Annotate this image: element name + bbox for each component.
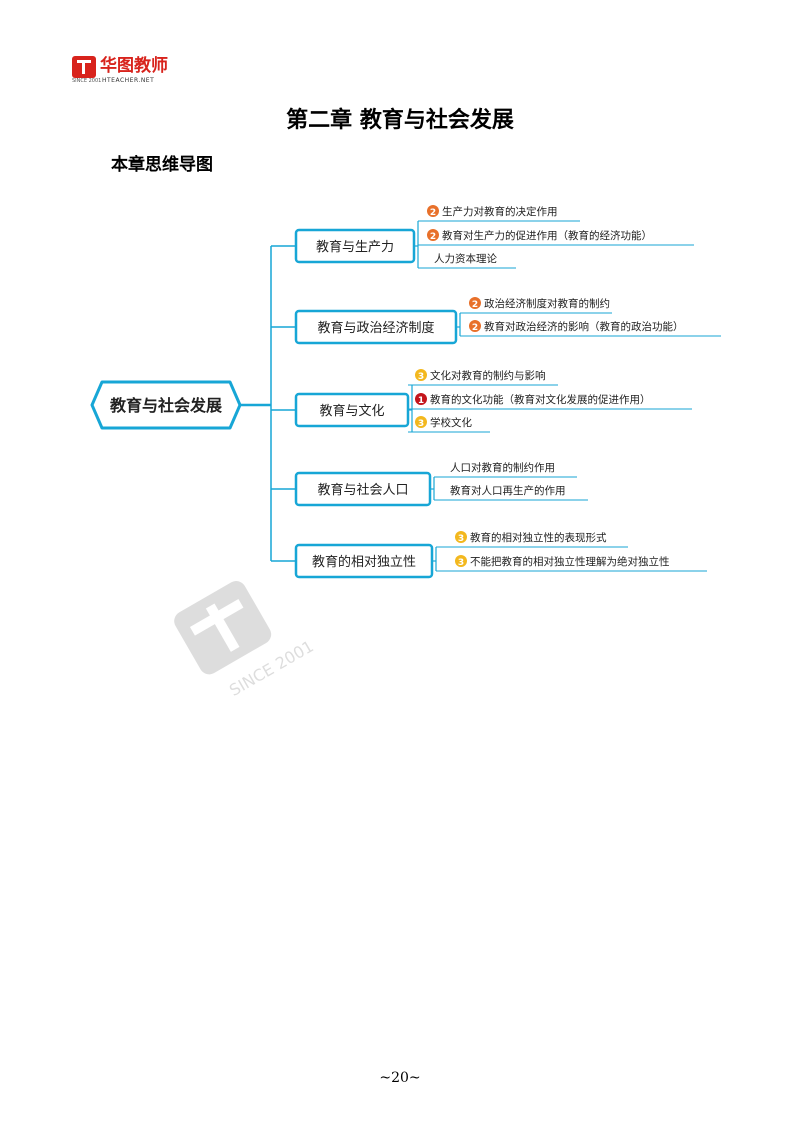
branch-label: 教育与文化 bbox=[319, 403, 384, 419]
branch-node: 教育与政治经济制度 bbox=[294, 309, 458, 345]
leaf-item: 1 教育的文化功能（教育对文化发展的促进作用） bbox=[415, 393, 651, 406]
root-node-label: 教育与社会发展 bbox=[110, 396, 223, 415]
priority-badge-number: 1 bbox=[418, 396, 424, 406]
logo-site: HTEACHER.NET bbox=[102, 77, 155, 84]
priority-badge-number: 3 bbox=[458, 534, 464, 544]
priority-badge-number: 2 bbox=[430, 208, 436, 218]
page-title: 第二章 教育与社会发展 bbox=[286, 107, 514, 133]
branch-node: 教育与生产力 bbox=[294, 228, 416, 264]
leaf-item: 3 教育的相对独立性的表现形式 bbox=[455, 531, 607, 544]
section-subtitle: 本章思维导图 bbox=[111, 155, 213, 175]
branch-label: 教育与社会人口 bbox=[317, 482, 408, 498]
logo: 华图教师 SINCE 2001 HTEACHER.NET bbox=[72, 56, 192, 84]
leaf-item: 教育对人口再生产的作用 bbox=[450, 484, 566, 497]
leaf-item-label: 教育对人口再生产的作用 bbox=[450, 484, 566, 497]
priority-badge-number: 2 bbox=[472, 300, 478, 310]
leaf-item-label: 生产力对教育的决定作用 bbox=[442, 205, 558, 218]
priority-badge-icon bbox=[455, 555, 467, 567]
priority-badge-icon bbox=[415, 393, 427, 405]
leaf-item-label: 文化对教育的制约与影响 bbox=[430, 369, 546, 382]
leaf-item-label: 教育的相对独立性的表现形式 bbox=[470, 531, 607, 544]
leaf-item-label: 人口对教育的制约作用 bbox=[450, 461, 555, 474]
branch-label: 教育与生产力 bbox=[316, 239, 394, 255]
leaf-item-label: 人力资本理论 bbox=[434, 252, 497, 265]
priority-badge-icon bbox=[455, 531, 467, 543]
leaf-item: 3 不能把教育的相对独立性理解为绝对独立性 bbox=[455, 555, 670, 568]
branch-label: 教育的相对独立性 bbox=[312, 554, 416, 570]
priority-badge-number: 3 bbox=[418, 419, 424, 429]
priority-badge-number: 2 bbox=[430, 232, 436, 242]
priority-badge-number: 3 bbox=[458, 558, 464, 568]
leaf-item-label: 政治经济制度对教育的制约 bbox=[484, 297, 610, 310]
priority-badge-icon bbox=[427, 229, 439, 241]
logo-text: 华图教师 bbox=[100, 56, 168, 76]
priority-badge-icon bbox=[469, 297, 481, 309]
watermark-logo: SINCE 2001 bbox=[170, 560, 330, 710]
priority-badge-icon bbox=[469, 320, 481, 332]
mind-map-connectors bbox=[240, 220, 721, 572]
priority-badge-number: 2 bbox=[472, 323, 478, 333]
leaf-item-label: 学校文化 bbox=[430, 416, 472, 429]
leaf-item: 2 生产力对教育的决定作用 bbox=[427, 205, 558, 218]
branch-node: 教育与文化 bbox=[294, 392, 410, 428]
leaf-item: 人力资本理论 bbox=[434, 252, 497, 265]
leaf-item-label: 教育对政治经济的影响（教育的政治功能） bbox=[484, 320, 684, 333]
leaf-item: 2 政治经济制度对教育的制约 bbox=[469, 297, 610, 310]
priority-badge-icon bbox=[415, 369, 427, 381]
leaf-item-label: 不能把教育的相对独立性理解为绝对独立性 bbox=[470, 555, 670, 568]
leaf-item: 3 学校文化 bbox=[415, 416, 472, 429]
priority-badge-icon bbox=[415, 416, 427, 428]
page-number: ~20~ bbox=[379, 1070, 421, 1086]
leaf-item: 3 文化对教育的制约与影响 bbox=[415, 369, 546, 382]
leaf-item: 2 教育对生产力的促进作用（教育的经济功能） bbox=[427, 229, 652, 242]
priority-badge-icon bbox=[427, 205, 439, 217]
branch-node: 教育与社会人口 bbox=[294, 471, 432, 507]
leaf-item: 人口对教育的制约作用 bbox=[450, 461, 555, 474]
priority-badge-number: 3 bbox=[418, 372, 424, 382]
branch-node: 教育的相对独立性 bbox=[294, 543, 434, 579]
leaf-item-label: 教育的文化功能（教育对文化发展的促进作用） bbox=[430, 393, 651, 406]
leaf-item: 2 教育对政治经济的影响（教育的政治功能） bbox=[469, 320, 684, 333]
leaf-item-label: 教育对生产力的促进作用（教育的经济功能） bbox=[442, 229, 652, 242]
branch-label: 教育与政治经济制度 bbox=[317, 320, 434, 336]
root-node: 教育与社会发展 bbox=[90, 380, 242, 430]
mind-map-nodes: 教育与社会发展 教育与生产力 2 生产力对教育的决定作用 2 教育对生产力的促进作用（教育… bbox=[90, 205, 684, 579]
logo-mark-icon bbox=[72, 56, 96, 78]
logo-since: SINCE 2001 bbox=[72, 78, 102, 84]
